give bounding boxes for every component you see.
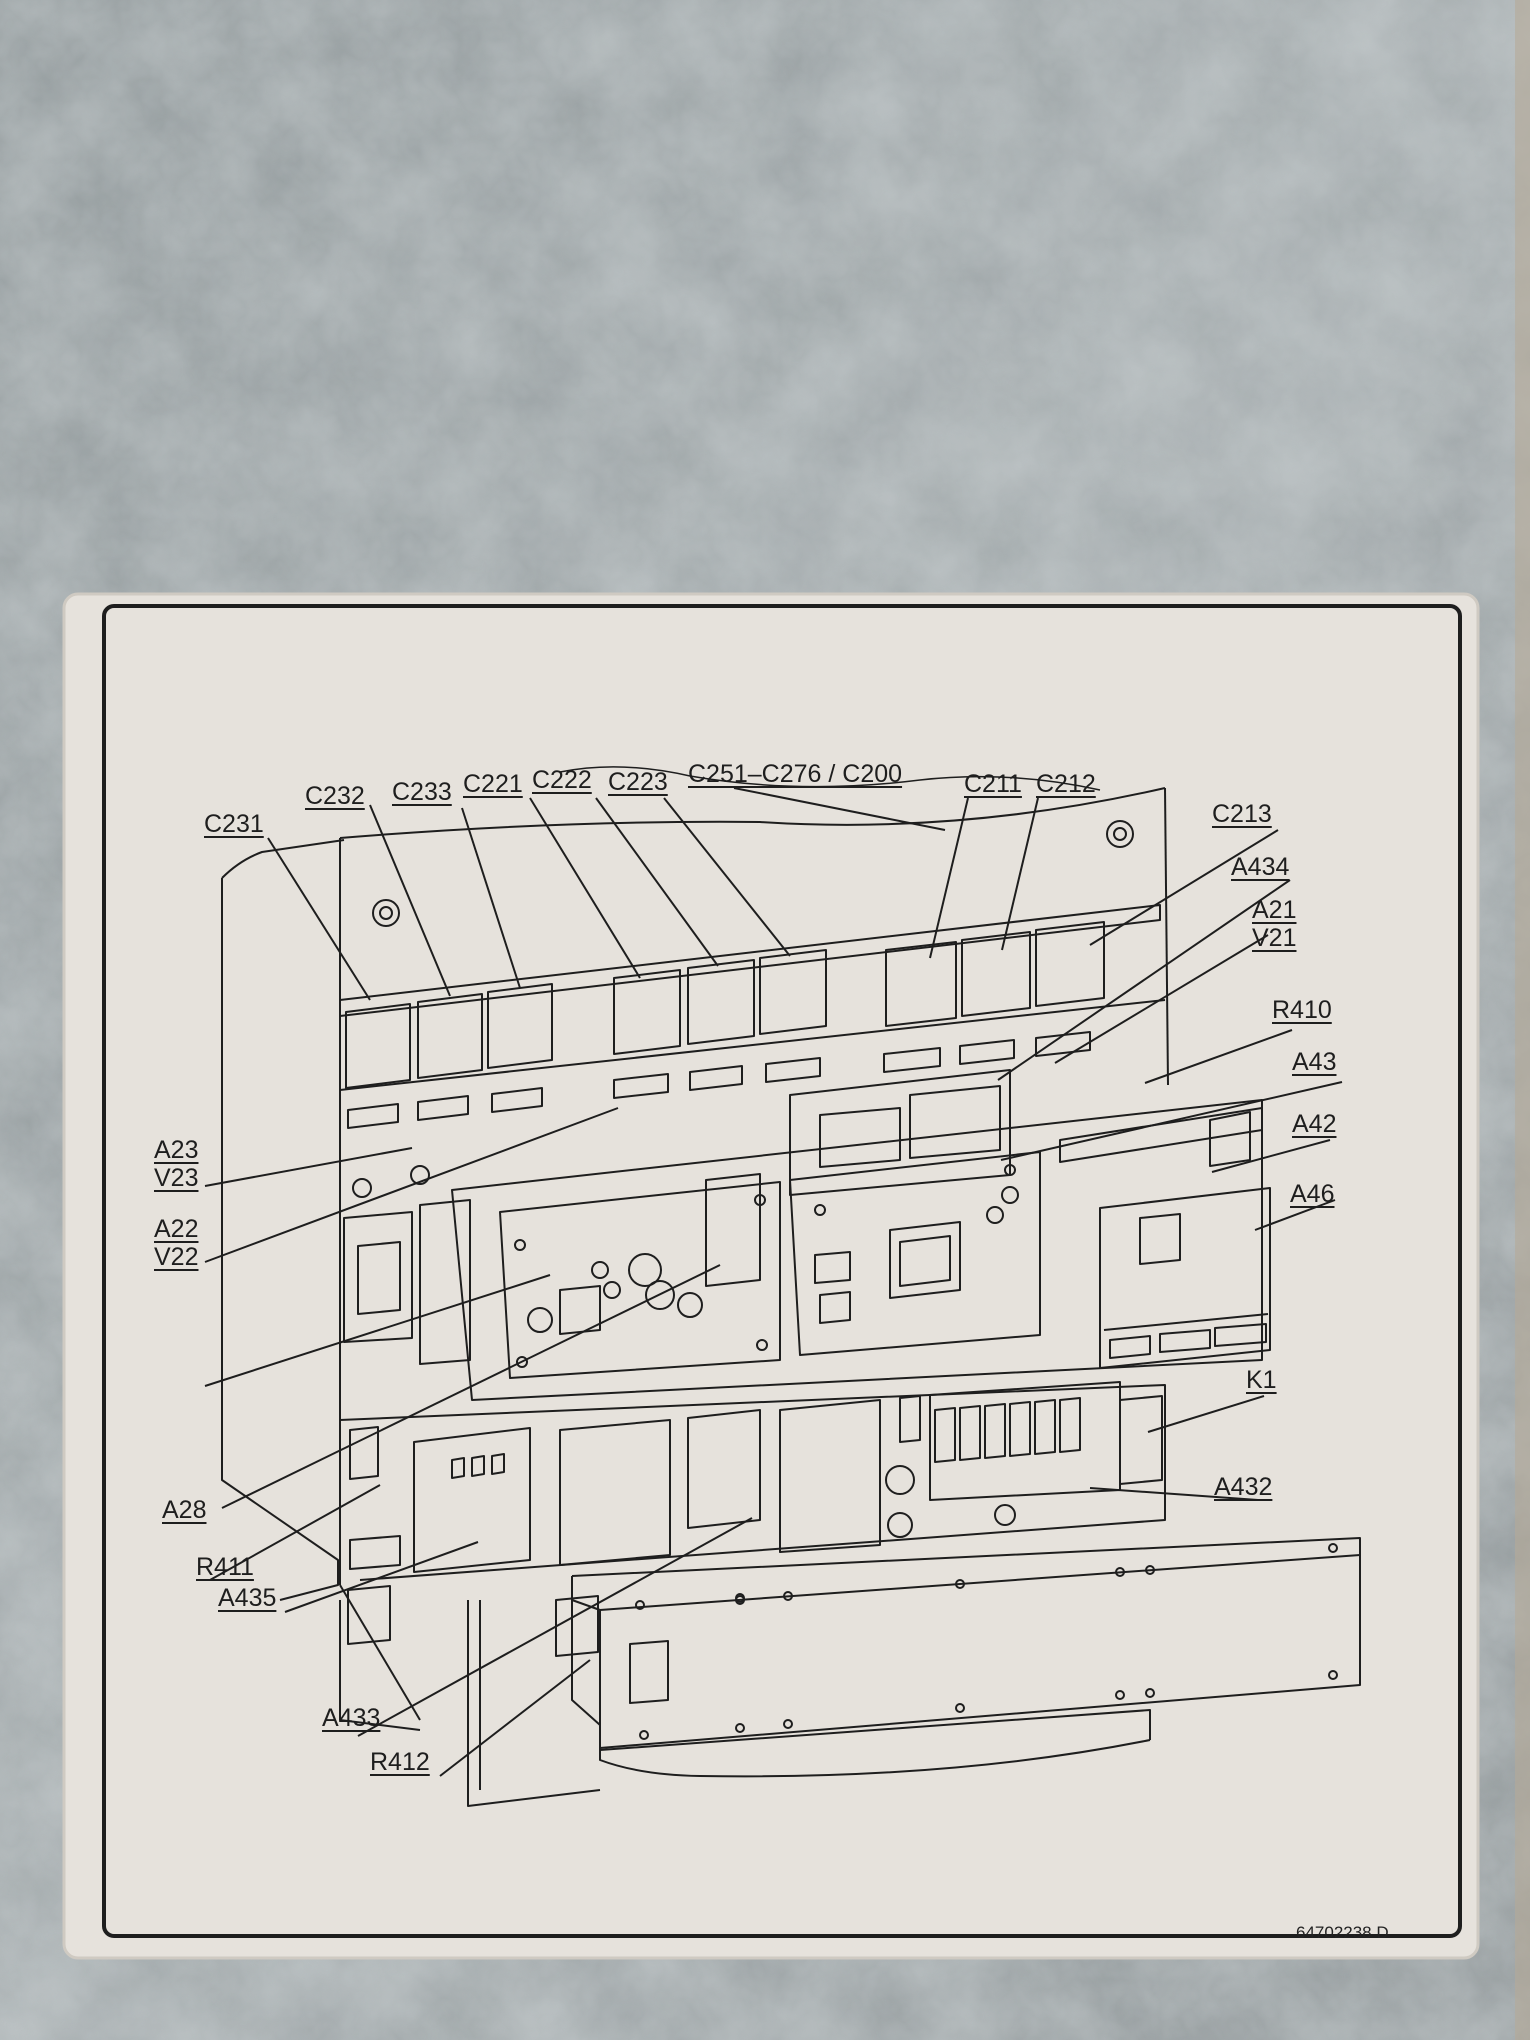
leader-lines [204,787,1343,1777]
callout-label-c251: C251–C276 / C200 [688,760,903,788]
callout-label-a42: A42 [1292,1110,1337,1138]
callout-label-a434: A434 [1231,853,1290,881]
callout-label-r410: R410 [1272,996,1332,1024]
callout-label-c211: C211 [964,770,1022,798]
callout-label-a28: A28 [162,1496,207,1524]
callout-label-a22: A22 [154,1215,199,1243]
callout-label-a43: A43 [1292,1048,1337,1076]
callout-label-c231: C231 [204,810,264,838]
callout-label-c221: C221 [463,770,523,798]
callout-label-a23: A23 [154,1136,199,1164]
callout-label-v22: V22 [154,1243,199,1271]
callout-label-v21: V21 [1252,924,1297,952]
sticker-border [102,604,1462,1938]
callout-label-k1: K1 [1246,1366,1277,1394]
callout-label-c213: C213 [1212,800,1272,828]
callout-label-a432: A432 [1214,1473,1273,1501]
callout-label-c222: C222 [532,766,592,794]
callout-label-r411: R411 [196,1553,254,1581]
callout-label-c233: C233 [392,778,452,806]
callout-label-r412: R412 [370,1748,430,1776]
callout-label-a21: A21 [1252,896,1297,924]
callout-label-c223: C223 [608,768,668,796]
callout-label-c212: C212 [1036,770,1096,798]
callout-label-a433: A433 [322,1704,381,1732]
callout-label-a435: A435 [218,1584,277,1612]
callout-label-a46: A46 [1290,1180,1335,1208]
callout-label-v23: V23 [154,1164,199,1192]
document-number: 64702238 D [1296,1923,1389,1942]
callout-label-c232: C232 [305,782,365,810]
